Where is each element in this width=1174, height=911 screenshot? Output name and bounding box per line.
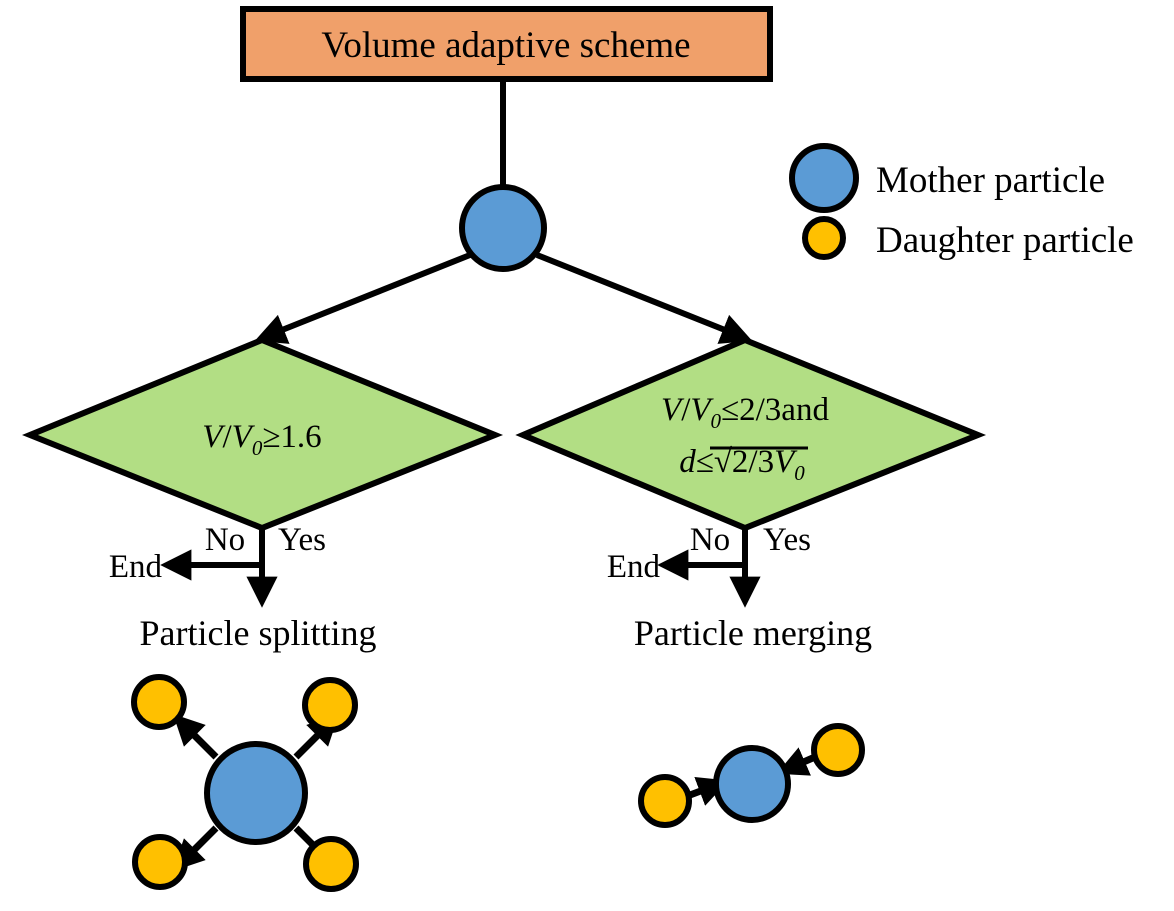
merge-condition-line2: d≤√2/3V0 <box>679 444 805 485</box>
merge-action-label: Particle merging <box>634 613 872 653</box>
merge-end-label: End <box>607 549 661 585</box>
split-daughter-particle-1 <box>131 674 187 730</box>
split-no-label: No <box>205 522 245 558</box>
split-mother-particle <box>204 741 308 845</box>
merge-condition-line1: V/V0≤2/3and <box>661 392 829 433</box>
legend-daughter-particle-icon <box>802 216 846 260</box>
title-text: Volume adaptive scheme <box>321 25 690 66</box>
legend-daughter-particle-label: Daughter particle <box>876 220 1134 261</box>
connector-root-to-split-decision <box>254 252 472 344</box>
merge-arrow-from-right <box>776 747 817 776</box>
merge-illustration <box>638 723 865 828</box>
merge-no-label: No <box>690 522 730 558</box>
split-daughter-particle-4 <box>303 836 359 892</box>
merge-yes-label: Yes <box>763 522 811 558</box>
legend: Mother particle Daughter particle <box>789 143 1134 261</box>
legend-mother-particle-icon <box>789 143 859 213</box>
split-arrow-upper-left <box>173 714 219 760</box>
split-action-label: Particle splitting <box>140 613 377 653</box>
split-daughter-particle-2 <box>302 677 358 733</box>
split-end-label: End <box>109 549 163 585</box>
split-daughter-particle-3 <box>132 834 188 890</box>
legend-mother-particle-label: Mother particle <box>876 160 1105 201</box>
split-illustration <box>131 674 359 892</box>
merge-branch: V/V0≤2/3and d≤√2/3V0 No Yes End Particle… <box>515 336 987 828</box>
merge-daughter-particle-1 <box>638 774 692 828</box>
merge-daughter-particle-2 <box>811 723 865 777</box>
title-box: Volume adaptive scheme <box>240 6 773 82</box>
split-branch: V/V0≥1.6 No Yes End Particle splitting <box>22 336 504 892</box>
split-condition-text: V/V0≥1.6 <box>202 419 321 460</box>
title-box-rect <box>240 6 773 82</box>
merge-mother-particle <box>713 745 791 823</box>
mother-particle-root <box>459 184 547 272</box>
split-yes-label: Yes <box>278 522 326 558</box>
connector-root-to-merge-decision <box>535 252 753 344</box>
merge-decision-diamond <box>515 336 987 532</box>
